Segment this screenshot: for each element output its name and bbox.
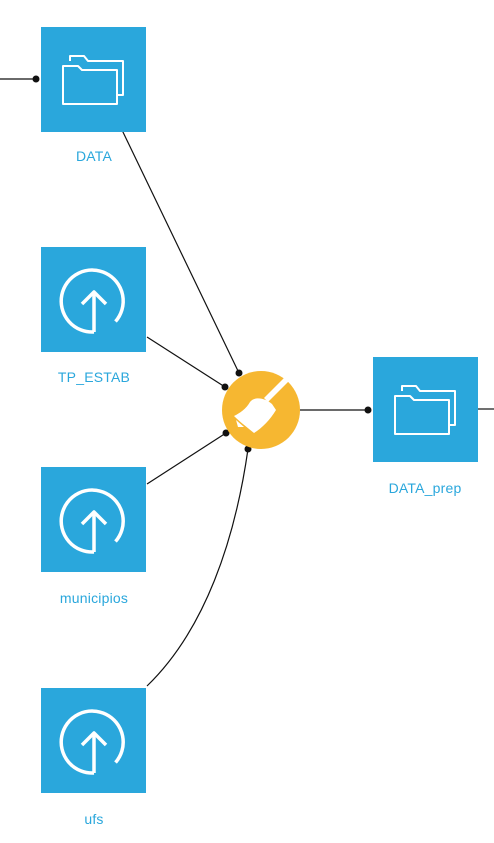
upload-icon [59,268,125,334]
edge-dot [221,383,229,391]
prepare-recipe-node[interactable] [222,371,300,449]
edge-ufs-to-recipe [146,448,249,687]
dataset-node-data-prep[interactable] [373,357,478,462]
dataset-label-tp-estab[interactable]: TP_ESTAB [57,369,131,385]
dataset-label-data-prep[interactable]: DATA_prep [388,480,462,496]
edge-tp-estab-to-recipe [146,336,226,388]
edge-municipios-to-recipe [146,432,227,485]
edge-dot [235,369,243,377]
edges [0,78,494,687]
edge-data-to-recipe [121,129,240,374]
dataset-node-data[interactable] [41,27,146,132]
upload-icon [59,488,125,554]
edge-dots [32,75,372,453]
edge-dot [364,406,372,414]
edge-dot [32,75,40,83]
dataset-node-tp-estab[interactable] [41,247,146,352]
dataset-label-ufs[interactable]: ufs [84,811,104,827]
dataset-node-municipios[interactable] [41,467,146,572]
edge-dot [222,429,230,437]
folder-icon [394,385,456,435]
upload-icon [59,709,125,775]
broom-icon [234,376,290,433]
dataset-label-data[interactable]: DATA [75,148,113,164]
dataset-label-municipios[interactable]: municipios [59,590,129,606]
folder-icon [62,55,124,105]
dataset-node-ufs[interactable] [41,688,146,793]
